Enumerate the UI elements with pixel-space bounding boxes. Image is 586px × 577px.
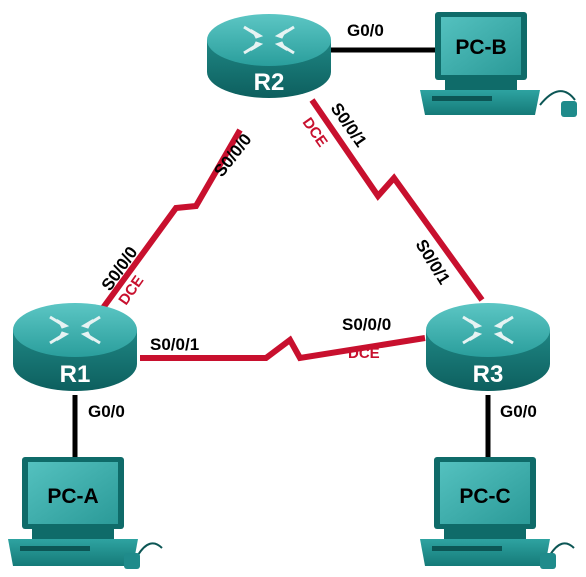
router-label-r2: R2: [254, 69, 285, 96]
pc-c[interactable]: PC-C: [420, 457, 575, 569]
router-arrows-icon: [243, 25, 295, 55]
router-arrows-icon: [462, 315, 514, 345]
r1-s001-label: S0/0/1: [150, 335, 199, 354]
router-r2[interactable]: R2: [207, 14, 331, 98]
pc-label-b: PC-B: [455, 36, 506, 59]
r3-dce-label: DCE: [348, 345, 380, 362]
r3-g00-label: G0/0: [500, 402, 537, 421]
router-r3[interactable]: R3: [426, 303, 550, 391]
pc-a[interactable]: PC-A: [8, 457, 163, 569]
pc-b[interactable]: PC-B: [420, 12, 577, 117]
r2-g00-label: G0/0: [347, 21, 384, 40]
serial-link-r1-r3: [140, 335, 426, 362]
router-r1[interactable]: R1: [13, 303, 137, 391]
router-label-r1: R1: [60, 361, 91, 388]
r3-s000-label: S0/0/0: [342, 315, 391, 334]
serial-link-r2-r3: [309, 98, 485, 302]
r3-s001-label: S0/0/1: [412, 236, 454, 288]
pc-label-c: PC-C: [459, 485, 510, 508]
serial-link-r1-r2: [97, 128, 243, 314]
router-label-r3: R3: [473, 361, 504, 388]
pc-label-a: PC-A: [47, 485, 98, 508]
r1-g00-label: G0/0: [88, 402, 125, 421]
router-arrows-icon: [49, 315, 101, 345]
r2-s001-label: S0/0/1: [327, 99, 371, 150]
